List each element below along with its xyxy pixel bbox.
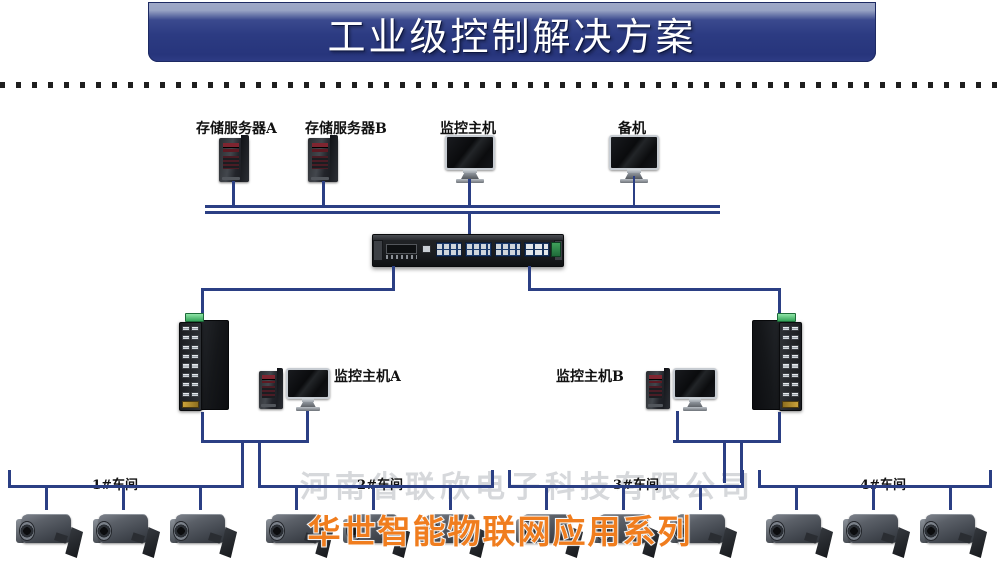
camera-drop xyxy=(872,485,875,510)
monitor-icon[interactable] xyxy=(445,135,495,183)
tower-pc-icon[interactable] xyxy=(259,368,283,409)
bullet-camera-icon[interactable] xyxy=(839,508,913,558)
camera-drop xyxy=(199,485,202,510)
link-server-a-bus xyxy=(232,181,235,206)
label-storage-server-a: 存储服务器A xyxy=(196,121,277,137)
tower-server-icon[interactable] xyxy=(219,135,249,182)
sfp-group-2 xyxy=(465,242,492,257)
camera-drop xyxy=(545,485,548,510)
rj45-group xyxy=(524,242,550,257)
label-workshop-3: 3#车间 xyxy=(613,474,659,493)
title-banner: 工业级控制解决方案 xyxy=(148,2,876,62)
right-distribution-bar xyxy=(673,440,781,443)
bullet-camera-icon[interactable] xyxy=(666,508,740,558)
link-monitor-host-bus xyxy=(468,179,471,206)
workshop-2-bus-right-end xyxy=(491,470,494,487)
camera-drop xyxy=(795,485,798,510)
link-right-to-workshop3 xyxy=(723,440,726,483)
workshop-1-bus-right-end xyxy=(241,470,244,487)
workshop-3-bus-right-end xyxy=(741,470,744,487)
bullet-camera-icon[interactable] xyxy=(589,508,663,558)
monitor-icon[interactable] xyxy=(673,368,717,411)
link-server-b-bus xyxy=(322,181,325,206)
series-watermark: 华世智能物联网应用系列 xyxy=(307,511,693,552)
link-left-to-workshop2 xyxy=(258,440,261,483)
workshop-4-bus-right-end xyxy=(989,470,992,487)
industrial-din-switch-icon[interactable] xyxy=(748,313,804,413)
rack-switch-icon[interactable] xyxy=(372,234,564,267)
workshop-1-bus-left-end xyxy=(8,470,11,487)
page-title: 工业级控制解决方案 xyxy=(327,14,697,59)
workshop-4-bus-left-end xyxy=(758,470,761,487)
industrial-din-switch-icon[interactable] xyxy=(177,313,233,413)
workshop-1-bus xyxy=(8,485,244,488)
camera-drop xyxy=(122,485,125,510)
camera-drop xyxy=(949,485,952,510)
workshop-3-bus xyxy=(508,485,744,488)
camera-drop xyxy=(699,485,702,510)
link-left-switch-down xyxy=(201,412,204,442)
dotted-divider xyxy=(0,82,1000,88)
workshop-3-bus-left-end xyxy=(508,470,511,487)
sfp-group-3 xyxy=(494,242,522,257)
bullet-camera-icon[interactable] xyxy=(762,508,836,558)
bullet-camera-icon[interactable] xyxy=(262,508,336,558)
label-monitor-host-b: 监控主机B xyxy=(556,369,624,385)
bullet-camera-icon[interactable] xyxy=(416,508,490,558)
backbone-bus-lower xyxy=(205,211,720,214)
label-workshop-1: 1#车间 xyxy=(92,474,138,493)
label-workshop-2: 2#车间 xyxy=(357,474,403,493)
link-workstation-b-down xyxy=(676,411,679,442)
link-right-switch-down xyxy=(778,412,781,442)
backbone-bus-upper xyxy=(205,205,720,208)
link-workstation-a-down xyxy=(306,411,309,442)
workshop-4-bus xyxy=(758,485,992,488)
link-bus-core-switch xyxy=(468,211,471,236)
left-distribution-bar xyxy=(201,440,309,443)
trunk-right-down xyxy=(778,288,781,318)
label-workshop-4: 4#车间 xyxy=(860,474,906,493)
bullet-camera-icon[interactable] xyxy=(89,508,163,558)
camera-drop xyxy=(622,485,625,510)
bullet-camera-icon[interactable] xyxy=(512,508,586,558)
bullet-camera-icon[interactable] xyxy=(916,508,990,558)
tower-server-icon[interactable] xyxy=(308,135,338,182)
workshop-2-bus-left-end xyxy=(258,470,261,487)
label-backup-host: 备机 xyxy=(618,121,646,137)
workshop-2-bus xyxy=(258,485,494,488)
trunk-left-horizontal xyxy=(201,288,395,291)
camera-drop xyxy=(449,485,452,510)
trunk-left-down xyxy=(201,288,204,318)
bullet-camera-icon[interactable] xyxy=(12,508,86,558)
bullet-camera-icon[interactable] xyxy=(166,508,240,558)
trunk-right-horizontal xyxy=(528,288,781,291)
link-left-to-workshop1 xyxy=(241,440,244,483)
camera-drop xyxy=(295,485,298,510)
label-storage-server-b: 存储服务器B xyxy=(305,121,387,137)
tower-pc-icon[interactable] xyxy=(646,368,670,409)
camera-drop xyxy=(45,485,48,510)
bullet-camera-icon[interactable] xyxy=(339,508,413,558)
trunk-right-riser xyxy=(528,266,531,288)
label-monitor-host: 监控主机 xyxy=(440,121,496,137)
trunk-left-riser xyxy=(392,266,395,288)
link-backup-host-bus xyxy=(633,176,635,206)
monitor-icon[interactable] xyxy=(286,368,330,411)
green-terminal-icon xyxy=(551,242,561,257)
label-monitor-host-a: 监控主机A xyxy=(334,369,401,385)
sfp-group-1 xyxy=(435,242,463,257)
camera-drop xyxy=(372,485,375,510)
link-right-to-workshop4 xyxy=(740,440,743,483)
